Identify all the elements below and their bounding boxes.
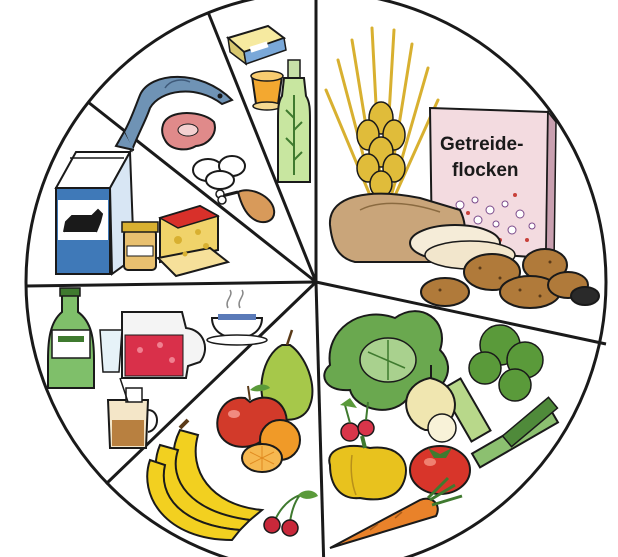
milk-carton-icon bbox=[56, 152, 134, 274]
glass-icon bbox=[100, 330, 122, 372]
cheese-icon bbox=[158, 206, 228, 276]
cereal-box-label-line1: Getreide- bbox=[440, 134, 523, 155]
cereal-box-label-line2: flocken bbox=[452, 160, 519, 181]
jar-icon bbox=[122, 222, 158, 270]
